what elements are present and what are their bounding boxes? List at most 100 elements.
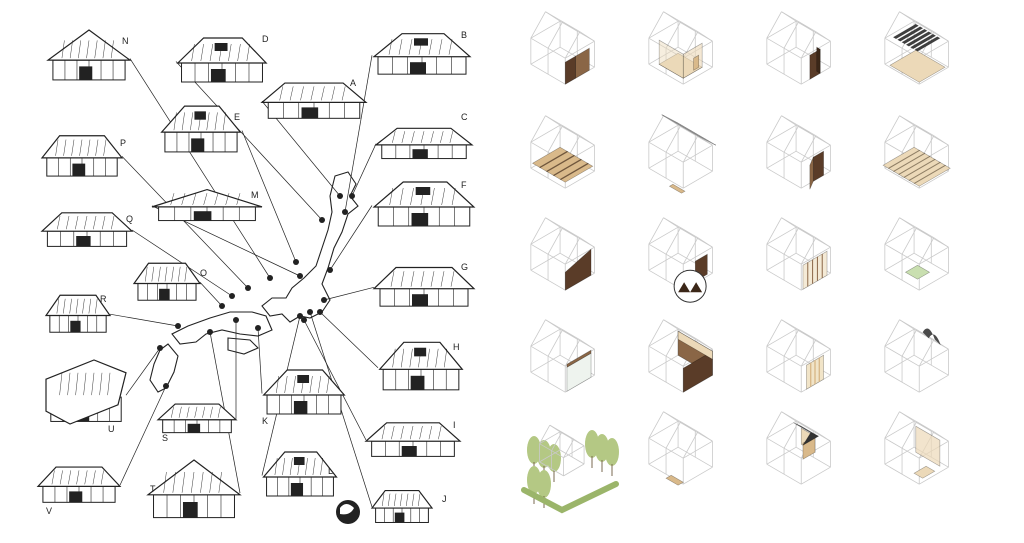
thatch-stroke — [320, 457, 324, 476]
thatch-stroke — [93, 215, 97, 230]
leader-line-U — [125, 347, 161, 396]
ghost-frame-line — [884, 11, 900, 39]
thatch-stroke — [431, 187, 435, 206]
glass-floor — [904, 264, 931, 280]
thatch-stroke — [75, 298, 79, 314]
thatch-stroke — [410, 187, 414, 206]
ghost-frame-line — [665, 125, 682, 153]
ghost-frame-line — [648, 269, 684, 291]
thatch-stroke — [312, 457, 316, 476]
ghost-frame-line — [559, 252, 595, 274]
thatch-stroke — [184, 266, 188, 282]
ghost-frame-line — [682, 339, 699, 367]
house-label-I: I — [453, 420, 456, 430]
thatch-stroke — [381, 425, 386, 440]
thatch-stroke — [438, 39, 443, 55]
location-dot-H — [317, 309, 323, 315]
thatch-stroke — [419, 425, 423, 440]
house-thatched-roof — [151, 188, 263, 208]
thatch-stroke — [192, 193, 197, 205]
thatch-stroke — [82, 298, 85, 314]
ghost-frame-line — [648, 252, 679, 271]
house-thatched-roof — [45, 359, 127, 425]
component-dark-wood-cabinet — [766, 11, 831, 85]
ghost-frame-line — [530, 371, 566, 393]
component-entry-step — [648, 411, 713, 486]
ghost-frame-line — [766, 411, 782, 439]
ghost-frame-line — [884, 63, 920, 85]
thatch-stroke — [218, 471, 222, 493]
ghost-frame-line — [530, 115, 546, 143]
ghost-frame-line — [795, 226, 831, 248]
ghost-frame-line — [913, 46, 949, 68]
thatch-stroke — [411, 131, 415, 143]
ghost-frame-line — [913, 354, 949, 376]
ghost-frame-line — [545, 217, 561, 228]
ghost-frame-line — [884, 252, 915, 271]
ghost-frame-line — [795, 20, 831, 42]
roof-step — [668, 183, 686, 194]
thatch-stroke — [75, 215, 79, 230]
ghost-frame-line — [563, 463, 585, 477]
ghost-frame-line — [530, 150, 561, 169]
ghost-frame-line — [783, 21, 800, 49]
thatch-stroke — [276, 375, 280, 394]
deck-top — [882, 146, 951, 187]
ghost-frame-line — [545, 217, 581, 239]
tree-canopy — [585, 430, 599, 458]
thatch-stroke — [420, 271, 425, 287]
ghost-frame-line — [564, 237, 581, 265]
ghost-frame-line — [899, 115, 935, 137]
ghost-frame-line — [579, 135, 595, 146]
ghost-frame-line — [919, 440, 949, 459]
thatch-stroke — [194, 406, 198, 418]
ghost-frame-line — [913, 124, 949, 146]
thatch-stroke — [279, 86, 284, 101]
house-thatched-roof — [146, 459, 242, 496]
ghost-frame-line — [781, 411, 797, 422]
ghost-frame-line — [564, 31, 581, 59]
thatch-stroke — [102, 215, 106, 230]
ghost-frame-line — [648, 345, 684, 367]
thatch-stroke — [87, 139, 91, 156]
ghost-frame-line — [539, 424, 551, 444]
ghost-frame-line — [801, 440, 831, 459]
ghost-frame-line — [530, 319, 546, 347]
component-timber-deck — [882, 115, 951, 189]
ghost-frame-line — [798, 421, 814, 432]
ghost-frame-line — [545, 11, 561, 22]
ghost-frame-line — [766, 420, 797, 439]
ghost-frame-line — [884, 345, 920, 367]
ghost-frame-line — [663, 115, 679, 126]
house-label-U: U — [108, 424, 115, 434]
house-label-Q: Q — [126, 214, 133, 224]
ghost-frame-line — [798, 329, 814, 340]
thatch-stroke — [389, 187, 394, 206]
thatch-stroke — [399, 187, 404, 206]
thatch-stroke — [209, 471, 213, 493]
house-thatched-roof — [46, 29, 132, 61]
thatch-stroke — [318, 375, 322, 394]
house-thatched-roof — [44, 294, 112, 317]
door-leaf — [812, 150, 824, 182]
ghost-frame-line — [663, 411, 679, 422]
thatch-stroke — [59, 372, 63, 396]
ghost-frame-line — [547, 21, 564, 49]
thatch-stroke — [191, 471, 195, 493]
ghost-frame-line — [766, 141, 802, 163]
ghost-frame-line — [530, 345, 566, 367]
thatch-stroke — [181, 112, 185, 131]
thatch-stroke — [75, 372, 79, 396]
ghost-frame-line — [901, 125, 918, 153]
ghost-frame-line — [677, 20, 713, 42]
hedge-row — [521, 481, 619, 514]
canopy-slat — [901, 28, 928, 45]
thatch-stroke — [435, 348, 439, 368]
ghost-frame-line — [899, 115, 915, 126]
ghost-frame-line — [530, 141, 566, 163]
ghost-frame-line — [766, 437, 802, 459]
deck-board — [903, 158, 936, 178]
thatch-stroke — [282, 457, 286, 476]
house-sketch-U: U — [45, 359, 127, 434]
ghost-frame-line — [884, 46, 915, 65]
